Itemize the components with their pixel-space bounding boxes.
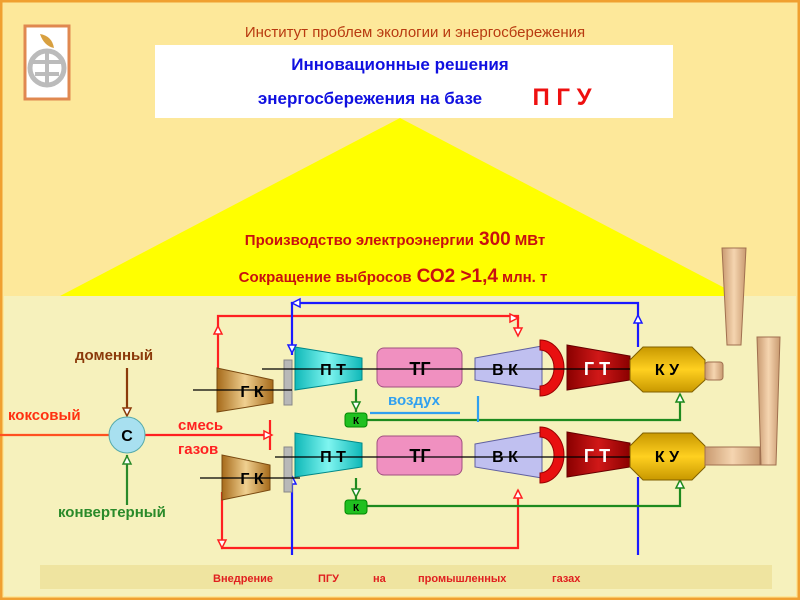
unit-labels: Г К П Т ТГ В К Г Т К У Г К П Т ТГ В К Г …: [240, 359, 680, 514]
gt-label: Г Т: [584, 446, 610, 466]
ku-label: К У: [655, 362, 680, 379]
footer-bar: [40, 565, 772, 589]
title-line2: энергосбережения на базе: [258, 89, 482, 108]
vk-label: В К: [492, 362, 518, 379]
tg-label: ТГ: [409, 359, 430, 379]
vk-label: В К: [492, 449, 518, 466]
svg-text:ПГУ: ПГУ: [318, 573, 339, 585]
svg-text:газах: газах: [552, 573, 581, 585]
svg-text:Внедрение: Внедрение: [213, 573, 273, 585]
svg-text:на: на: [373, 573, 387, 585]
title-accent: П Г У: [532, 84, 592, 111]
unit-row-2: [200, 426, 761, 501]
label-blast-furnace-gas: доменный: [75, 347, 153, 364]
label-coke-gas: коксовый: [8, 407, 81, 424]
label-converter-gas: конвертерный: [58, 504, 166, 521]
k-label: К: [353, 503, 360, 514]
label-air: воздух: [388, 392, 441, 409]
chimney-icon: [756, 336, 781, 466]
flow-arrows: [121, 297, 686, 550]
pt-label: П Т: [320, 362, 346, 379]
mixer-label: С: [121, 428, 133, 445]
unit-row-1: [193, 339, 724, 413]
svg-text:промышленных: промышленных: [418, 573, 507, 585]
ku-label: К У: [655, 449, 680, 466]
gt-label: Г Т: [584, 359, 610, 379]
title-box: [155, 45, 673, 118]
label-mix1: смесь: [178, 417, 223, 434]
pt-label: П Т: [320, 449, 346, 466]
institute-logo: [23, 24, 71, 101]
compressor-boxes: [344, 412, 368, 515]
title-line1: Инновационные решения: [291, 55, 508, 74]
k-label: К: [353, 416, 360, 427]
footer-text: Внедрение ПГУ на промышленных газах: [213, 573, 581, 585]
gk-label: Г К: [240, 471, 264, 488]
institute-name: Институт проблем экологии и энергосбереж…: [245, 24, 585, 41]
chimney-icon: [721, 247, 747, 346]
mixer: [108, 416, 146, 454]
pyramid: [60, 118, 740, 296]
label-mix2: газов: [178, 441, 218, 458]
gk-label: Г К: [240, 384, 264, 401]
tg-label: ТГ: [409, 446, 430, 466]
